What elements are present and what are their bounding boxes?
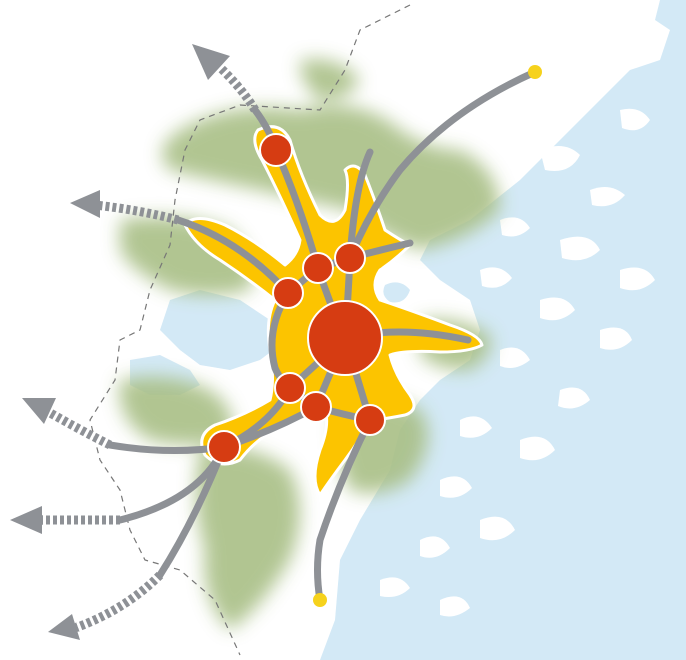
dashed-arrow-icon [38, 406, 113, 450]
centres [207, 133, 386, 464]
arrowhead-icon [48, 614, 80, 640]
arrowhead-icon [10, 506, 42, 534]
red-circle-icon [334, 242, 366, 274]
regional-centre [307, 300, 383, 376]
outward-arrowheads [10, 44, 230, 640]
dashed-arrow-icon [88, 200, 180, 225]
red-circle-icon [274, 372, 306, 404]
yellow-dot-icon [313, 593, 327, 607]
red-circle-icon [272, 277, 304, 309]
dashed-arrow-icon [68, 571, 164, 633]
administrative-boundary [89, 4, 411, 656]
route-south [156, 443, 228, 579]
small-lake [383, 282, 410, 303]
arrowhead-icon [192, 44, 230, 80]
western-inlet [160, 290, 280, 370]
islands [380, 10, 670, 617]
red-circle-icon [300, 391, 332, 423]
red-circle-icon [302, 252, 334, 284]
arrowhead-icon [22, 398, 56, 424]
route-northeast-coast [346, 68, 539, 262]
sea-area [320, 0, 686, 660]
red-circle-icon [354, 404, 386, 436]
red-circle-icon [207, 430, 241, 464]
yellow-dot-icon [528, 65, 542, 79]
red-circle-icon [259, 133, 293, 167]
arrowhead-icon [70, 190, 100, 218]
route-south-coast [314, 416, 374, 604]
